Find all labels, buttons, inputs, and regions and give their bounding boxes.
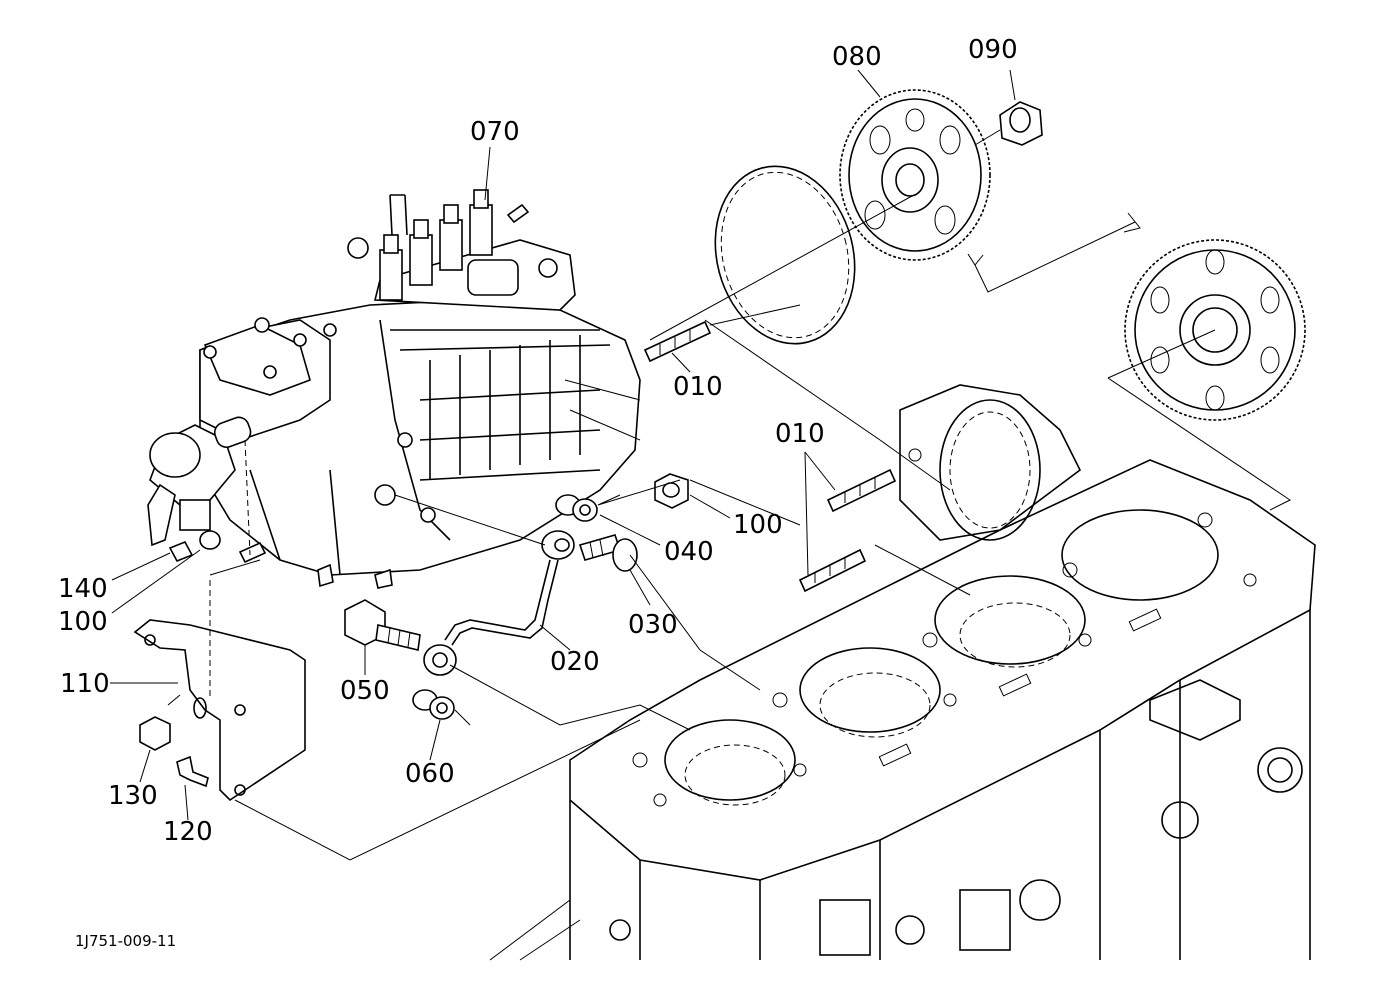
callout-050: 050 <box>340 676 390 706</box>
callout-leaders <box>110 69 1016 821</box>
pipe-020-drawing <box>423 530 575 676</box>
callout-060: 060 <box>405 759 455 789</box>
callout-080: 080 <box>832 42 882 72</box>
injection-pump-gear-drawing <box>839 89 991 261</box>
callout-140: 140 <box>58 574 108 604</box>
callout-090: 090 <box>968 35 1018 65</box>
drawing-code: 1J751-009-11 <box>75 932 176 950</box>
nut-130-drawing <box>139 716 171 751</box>
callout-110: 110 <box>60 669 110 699</box>
bracket-110-drawing <box>133 619 306 802</box>
callout-100-left: 100 <box>58 607 108 637</box>
gear-mesh-arrow <box>967 212 1141 293</box>
callout-010-upper: 010 <box>673 372 723 402</box>
stud-bolts-drawing <box>643 320 897 593</box>
callout-130: 130 <box>108 781 158 811</box>
engine-block-drawing <box>489 384 1316 961</box>
injection-pump-drawing <box>147 189 641 589</box>
callout-070: 070 <box>470 117 520 147</box>
gasket-060-drawing <box>412 689 455 720</box>
assembly-lines <box>167 129 1291 861</box>
callout-030: 030 <box>628 610 678 640</box>
callout-100-right: 100 <box>733 510 783 540</box>
callout-010-lower: 010 <box>775 419 825 449</box>
callout-120: 120 <box>163 817 213 847</box>
gasket-040-drawing <box>555 494 598 522</box>
callout-040: 040 <box>664 537 714 567</box>
gear-nut-drawing <box>999 101 1043 146</box>
bolt-050-drawing <box>344 599 421 651</box>
eye-bolt-030-drawing <box>578 534 638 572</box>
o-ring-drawing <box>714 165 856 345</box>
pin-140-drawing <box>168 540 194 563</box>
nut-100-drawing <box>654 473 689 509</box>
callout-020: 020 <box>550 647 600 677</box>
bolt-120-drawing <box>176 755 209 788</box>
nut-100-left-drawing <box>199 530 221 550</box>
